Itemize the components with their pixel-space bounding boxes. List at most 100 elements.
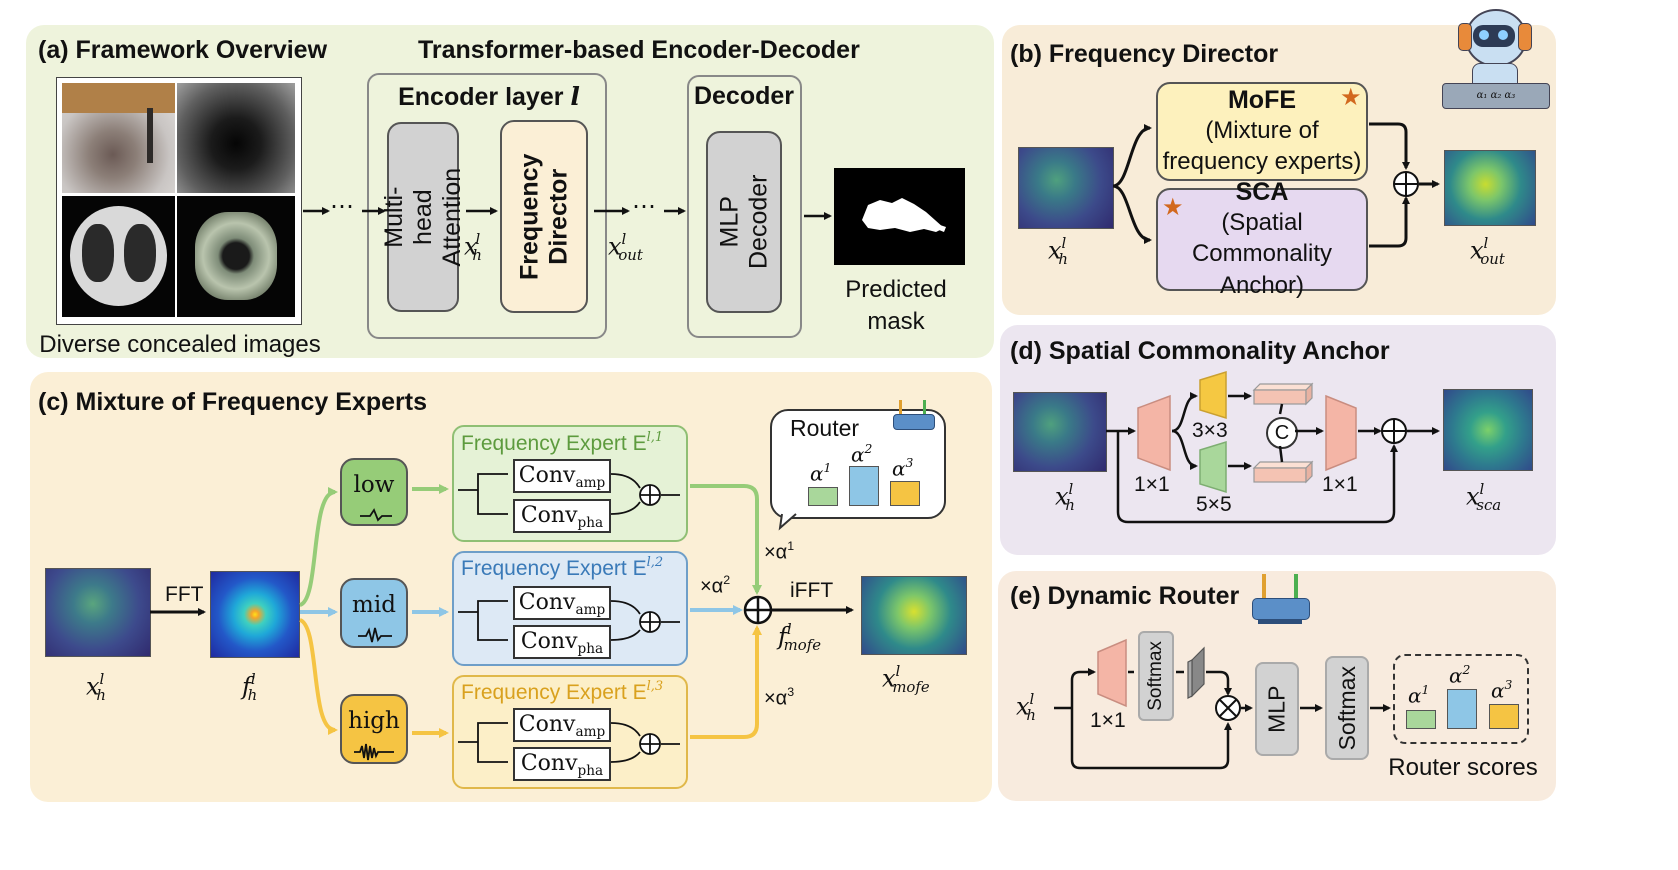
ellipsis-2: ⋯ — [632, 193, 656, 220]
x-sca-d-sup: l — [1479, 480, 1485, 498]
feature-map-output-b — [1444, 150, 1536, 226]
band-low: low — [340, 458, 408, 526]
multi-head-attention-block: Multi-head Attention — [380, 122, 465, 312]
x-h-b-sup: l — [1061, 234, 1067, 252]
predicted-mask-shape — [862, 198, 944, 232]
expert-3-title: Frequency Expert El,3 — [461, 680, 663, 703]
weight-alpha-1-base: ×α — [764, 541, 788, 564]
fft-spectrum-image — [210, 571, 300, 658]
decoder-title: Decoder — [693, 82, 795, 110]
x-h-label-c: xlh — [86, 672, 114, 702]
sca-conv-5x5 — [1199, 440, 1227, 494]
scores-alpha-2-sup: 2 — [1462, 662, 1471, 677]
x-h-a-base: x — [464, 232, 478, 261]
router-alpha-3: α3 — [892, 456, 913, 481]
router-alpha-1-sup: 1 — [823, 460, 832, 475]
concat-node: C — [1266, 417, 1298, 449]
expert-2-conv-amp-sub: amp — [575, 601, 606, 618]
expert-3-conv-pha-sub: pha — [577, 762, 604, 779]
x-h-e-sup: l — [1029, 690, 1035, 708]
encoder-layer-index: l — [570, 82, 580, 111]
images-caption: Diverse concealed images — [39, 331, 321, 358]
panel-e-multiply-node — [1215, 695, 1241, 721]
high-wave-icon — [354, 743, 394, 761]
fft-label: FFT — [165, 583, 204, 606]
band-mid-label: mid — [352, 592, 396, 618]
x-mofe-c-base: x — [882, 664, 896, 693]
decoder-box — [687, 75, 802, 338]
expert-3-conv-pha: Convpha — [513, 747, 611, 781]
router-kernel-1x1-label: 1×1 — [1090, 709, 1126, 732]
router-bar-alpha-2 — [849, 466, 879, 506]
router-pooled-vector — [1187, 646, 1205, 699]
expert-3-conv-pha-text: Conv — [520, 751, 578, 776]
sca-title: SCA — [1235, 178, 1289, 207]
router-scores-label: Router scores — [1388, 754, 1538, 781]
robot-dj-mascot-icon: α₁ α₂ α₃ — [1440, 5, 1552, 110]
expert-3-title-text: Frequency Expert E — [461, 681, 647, 705]
feature-map-output-d — [1443, 389, 1533, 471]
router-scores-box — [1393, 654, 1529, 744]
x-h-e-sub: h — [1026, 705, 1036, 724]
weight-alpha-3-base: ×α — [764, 687, 788, 710]
band-low-label: low — [353, 472, 395, 498]
image-lung-ct — [62, 196, 175, 317]
concat-node-label: C — [1274, 422, 1290, 444]
weight-alpha-1-sup: 1 — [787, 539, 795, 553]
image-industrial-part — [177, 196, 295, 317]
f-h-c-base: f — [242, 672, 251, 701]
router-alpha-3-base: α — [892, 456, 906, 481]
x-mofe-label-c: xlmofe — [882, 664, 938, 694]
weight-alpha-2-sup: 2 — [723, 573, 731, 587]
expert-1-conv-amp-text: Conv — [518, 463, 576, 488]
f-h-label-c: flh — [242, 672, 265, 702]
router-label: Router — [790, 415, 860, 441]
expert-2-sup: l,2 — [646, 555, 664, 570]
x-h-b-sub: h — [1058, 249, 1068, 268]
x-h-c-sub: h — [96, 685, 106, 704]
expert-3-conv-amp-text: Conv — [518, 712, 576, 737]
kernel-5x5-label: 5×5 — [1196, 493, 1232, 516]
router-alpha-1-base: α — [810, 461, 824, 486]
weight-alpha-3: ×α3 — [764, 686, 794, 709]
x-out-label-a: xlout — [608, 232, 651, 262]
x-sca-label-d: xlsca — [1466, 482, 1509, 512]
expert-2-conv-pha-text: Conv — [520, 629, 578, 654]
expert-1-title-text: Frequency Expert E — [461, 432, 647, 456]
sca-feature-cube-bottom — [1252, 460, 1314, 484]
expert-1-conv-amp: Convamp — [513, 459, 611, 493]
x-out-b-sup: l — [1483, 234, 1489, 252]
panel-a-subtitle: Transformer-based Encoder-Decoder — [418, 36, 860, 64]
weight-alpha-1: ×α1 — [764, 540, 794, 563]
panel-d-arrows — [1106, 392, 1440, 524]
expert-1-conv-pha-text: Conv — [520, 503, 578, 528]
sca-conv-1x1-in — [1137, 394, 1171, 472]
frequency-director-block: Frequency Director — [500, 120, 588, 313]
x-h-d-base: x — [1055, 482, 1069, 511]
f-h-c-sup: l — [250, 670, 256, 688]
router-bar-alpha-1 — [808, 487, 838, 506]
expert-2-conv-pha-sub: pha — [577, 640, 604, 657]
scores-alpha-1-base: α — [1408, 683, 1422, 708]
ellipsis-1: ⋯ — [330, 193, 354, 220]
x-sca-d-sub: sca — [1476, 495, 1502, 514]
kernel-1x1b-label: 1×1 — [1322, 473, 1358, 496]
mixer-labels: α₁ α₂ α₃ — [1442, 83, 1550, 109]
f-mofe-c-sup: l — [786, 620, 792, 638]
x-sca-d-base: x — [1466, 482, 1480, 511]
panel-b-arrows — [1112, 122, 1440, 248]
x-h-label-d: xlh — [1055, 482, 1083, 512]
expert-1-conv-amp-sub: amp — [575, 474, 606, 491]
mlp-decoder-block: MLP Decoder — [706, 131, 782, 313]
panel-c-band-arrows — [298, 484, 762, 739]
sca-conv-1x1-out — [1325, 394, 1357, 472]
encoder-layer-title-text: Encoder layer — [398, 83, 571, 111]
softmax-2-block: Softmax — [1325, 656, 1369, 760]
router-icon-e — [1252, 572, 1310, 628]
predicted-mask-blob — [939, 225, 946, 232]
sca-star-icon: ★ — [1162, 194, 1184, 221]
panel-b-title: (b) Frequency Director — [1010, 40, 1279, 68]
expert-internal-flows — [458, 473, 680, 763]
expert-2-title-text: Frequency Expert E — [461, 557, 647, 581]
x-out-a-sup: l — [621, 230, 627, 248]
